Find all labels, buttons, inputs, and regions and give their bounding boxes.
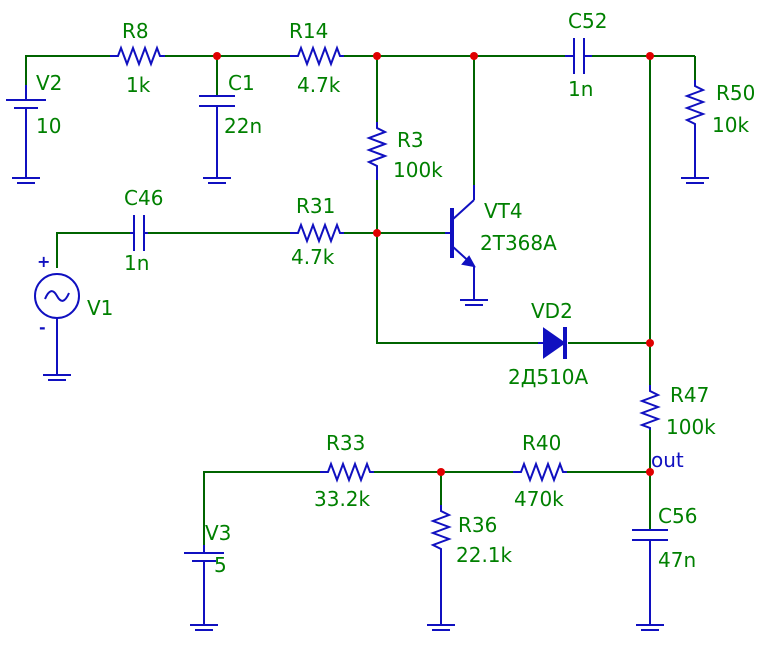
c46-name: C46 [124,186,163,210]
r47-value: 100k [666,415,716,439]
c1-value: 22n [224,114,262,138]
v3-name: V3 [205,521,231,545]
resistor-r3-symbol[interactable] [366,122,388,180]
junction-node [437,468,445,476]
r40-value: 470k [514,487,564,511]
vd2-name: VD2 [531,299,573,323]
capacitor-c1-symbol[interactable] [199,95,235,184]
r31-value: 4.7k [291,245,335,269]
r3-value: 100k [393,158,443,182]
r40-name: R40 [522,431,561,455]
diode-vd2-symbol[interactable] [538,327,567,359]
c52-name: C52 [568,9,607,33]
r8-value: 1k [126,73,151,97]
resistor-r31-symbol[interactable] [290,222,344,244]
resistor-r36-symbol[interactable] [426,505,456,631]
r50-name: R50 [716,81,755,105]
v2-value: 10 [36,114,61,138]
resistor-r50-symbol[interactable] [680,80,710,184]
ac-source-v1-symbol[interactable] [34,273,80,381]
r36-value: 22.1k [456,543,513,567]
resistor-r8-symbol[interactable] [110,45,165,67]
v1-minus-sign: - [39,318,46,337]
junction-node [646,468,654,476]
wires [25,55,696,545]
junction-node [373,52,381,60]
c52-value: 1n [568,77,593,101]
resistor-r33-symbol[interactable] [320,461,374,483]
v2-name: V2 [36,71,62,95]
resistor-r47-symbol[interactable] [639,385,661,430]
c56-name: C56 [658,504,697,528]
r50-value: 10k [712,113,749,137]
vt4-name: VT4 [484,199,523,223]
c1-name: C1 [228,71,255,95]
battery-v3-symbol[interactable] [184,545,224,631]
junction-node [470,52,478,60]
junction-node [373,229,381,237]
capacitor-c56-symbol[interactable] [632,529,668,631]
r14-value: 4.7k [297,73,341,97]
c56-value: 47n [658,548,696,572]
labels: V2 10 R8 1k C1 22n R14 4.7k C52 1n R50 1… [36,9,755,577]
r14-name: R14 [289,19,328,43]
capacitor-c46-symbol[interactable] [130,215,148,251]
out-net-label: out [651,448,684,472]
junction-nodes [213,52,654,476]
r31-name: R31 [296,194,335,218]
r36-name: R36 [458,513,497,537]
capacitor-c52-symbol[interactable] [565,38,592,74]
r47-name: R47 [670,383,709,407]
r8-name: R8 [122,19,149,43]
r3-name: R3 [397,128,424,152]
vd2-value: 2Д510А [508,365,589,389]
v1-name: V1 [87,296,113,320]
resistor-r14-symbol[interactable] [290,45,344,67]
junction-node [646,339,654,347]
junction-node [646,52,654,60]
v1-plus-sign: + [37,252,50,271]
r33-name: R33 [326,431,365,455]
v3-value: 5 [214,553,227,577]
resistor-r40-symbol[interactable] [513,461,567,483]
transistor-vt4-symbol[interactable] [445,185,489,306]
battery-v2-symbol[interactable] [6,85,46,184]
vt4-value: 2T368A [480,231,557,255]
c46-value: 1n [124,251,149,275]
junction-node [213,52,221,60]
r33-value: 33.2k [314,487,371,511]
